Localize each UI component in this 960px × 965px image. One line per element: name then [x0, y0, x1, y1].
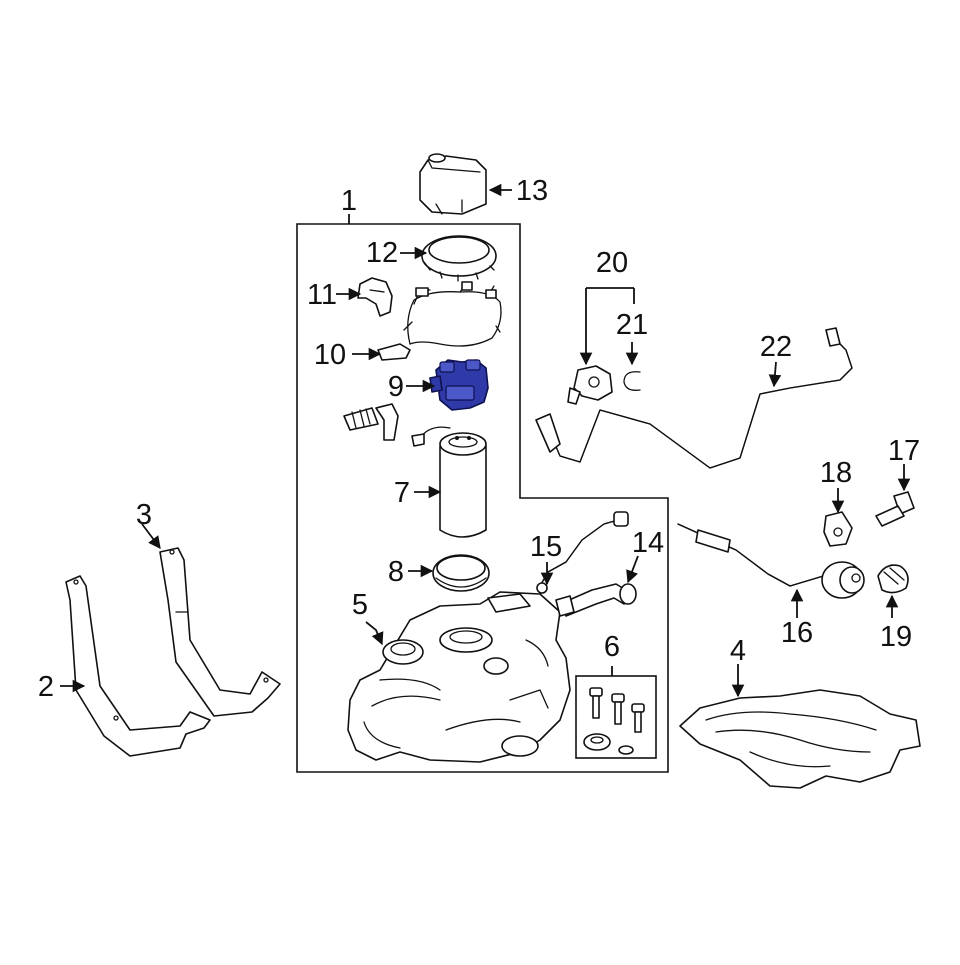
callout-11[interactable]: 11	[307, 279, 337, 311]
heat-shield-4[interactable]	[679, 689, 921, 789]
callout-1[interactable]: 1	[341, 185, 357, 217]
callout-3[interactable]: 3	[136, 499, 152, 531]
callout-18[interactable]: 18	[820, 457, 852, 489]
callout-12[interactable]: 12	[366, 237, 398, 269]
fuel-tank-5[interactable]	[347, 591, 571, 763]
callout-17[interactable]: 17	[888, 435, 920, 467]
lock-ring-12[interactable]	[421, 235, 497, 282]
callout-14[interactable]: 14	[632, 527, 664, 559]
wiring-harness-10[interactable]	[377, 281, 502, 361]
leader-lines	[60, 183, 911, 698]
callout-6[interactable]: 6	[604, 631, 620, 663]
hose-14[interactable]	[555, 583, 637, 617]
assembly-box-1	[296, 223, 669, 773]
callout-9[interactable]: 9	[388, 371, 404, 403]
callout-13[interactable]: 13	[516, 175, 548, 207]
callout-15[interactable]: 15	[530, 531, 562, 563]
fuel-cap-19[interactable]	[877, 564, 909, 594]
callout-5[interactable]: 5	[352, 589, 368, 621]
seal-ring-8[interactable]	[432, 554, 490, 592]
tank-strap-2[interactable]	[65, 575, 211, 757]
callout-2[interactable]: 2	[38, 671, 54, 703]
filler-valve-20[interactable]	[567, 365, 613, 405]
callout-19[interactable]: 19	[880, 621, 912, 653]
bolt-17[interactable]	[875, 491, 915, 527]
callout-4[interactable]: 4	[730, 635, 746, 667]
hardware-kit-box-6	[575, 675, 657, 759]
clip-11[interactable]	[357, 277, 393, 317]
tank-strap-3[interactable]	[159, 547, 281, 717]
callout-20[interactable]: 20	[596, 247, 628, 279]
callout-21[interactable]: 21	[616, 309, 648, 341]
vent-line-22[interactable]	[535, 327, 853, 469]
bracket-18[interactable]	[823, 511, 853, 547]
callout-10[interactable]: 10	[314, 339, 346, 371]
callout-7[interactable]: 7	[394, 477, 410, 509]
callout-labels: 1 2 3 4 5 6 7 8 9 10 11 12 13 14 15 16 1…	[38, 175, 920, 703]
clip-21[interactable]	[623, 371, 641, 391]
hose-fitting[interactable]	[343, 403, 399, 441]
callout-22[interactable]: 22	[760, 331, 792, 363]
fuel-filter-7[interactable]	[411, 426, 487, 538]
filler-neck-16[interactable]	[677, 523, 865, 599]
hardware-kit-6[interactable]	[583, 687, 645, 755]
callout-8[interactable]: 8	[388, 556, 404, 588]
pump-cover-13[interactable]	[419, 153, 487, 215]
callout-16[interactable]: 16	[781, 617, 813, 649]
highlighted-part-9[interactable]	[429, 359, 489, 411]
